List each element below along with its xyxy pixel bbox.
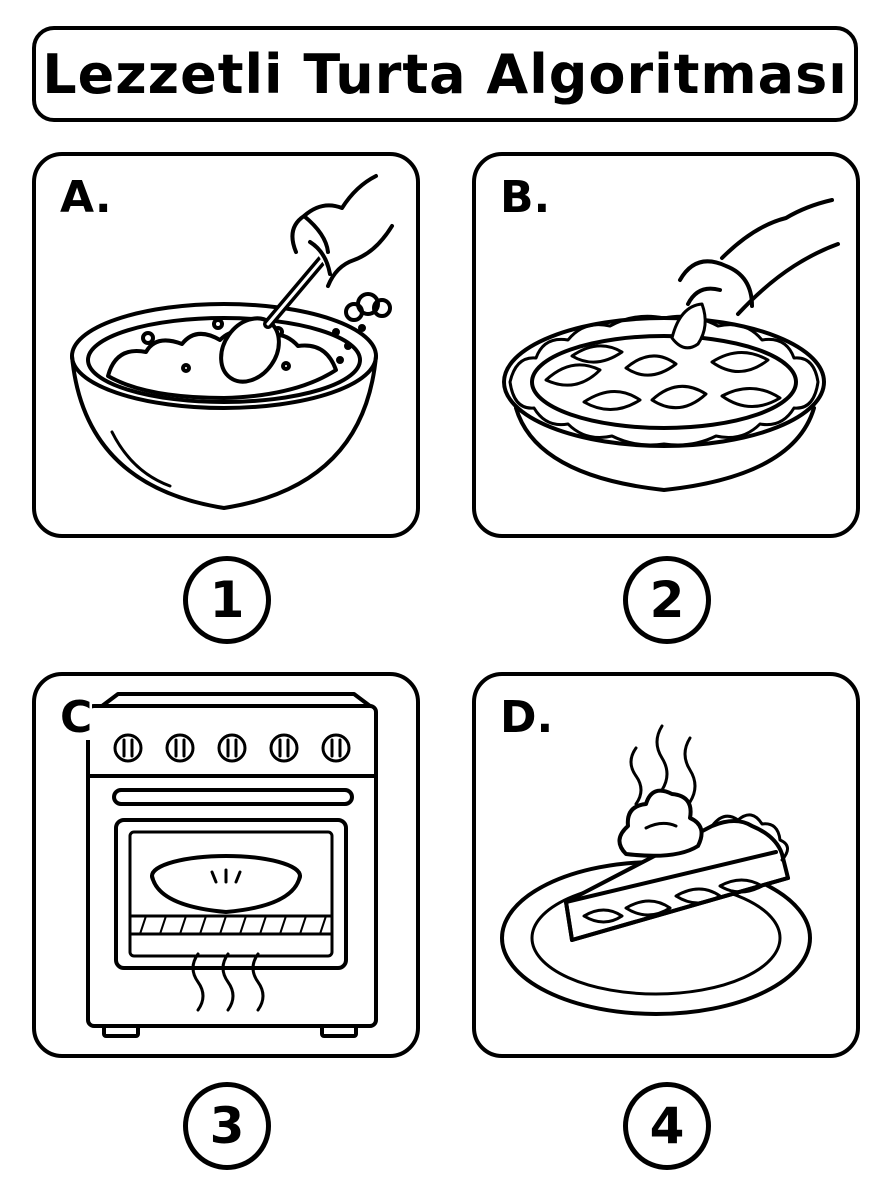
- card-d[interactable]: D.: [472, 672, 860, 1058]
- title-box: Lezzetli Turta Algoritması: [32, 26, 858, 122]
- card-letter-a: A.: [60, 172, 112, 223]
- card-letter-b: B.: [500, 172, 551, 223]
- card-a[interactable]: A.: [32, 152, 420, 538]
- page-title: Lezzetli Turta Algoritması: [42, 42, 848, 106]
- step-number-2[interactable]: 2: [623, 556, 711, 644]
- card-b[interactable]: B.: [472, 152, 860, 538]
- step-number-4[interactable]: 4: [623, 1082, 711, 1170]
- card-letter-c: C: [60, 692, 93, 743]
- card-c[interactable]: C: [32, 672, 420, 1058]
- step-number-1[interactable]: 1: [183, 556, 271, 644]
- step-number-3[interactable]: 3: [183, 1082, 271, 1170]
- oven-baking-icon: [86, 692, 378, 1038]
- card-letter-d: D.: [500, 692, 554, 743]
- pie-slice-icon: [500, 724, 812, 1016]
- mixing-bowl-icon: [70, 174, 394, 510]
- apple-pie-assembly-icon: [502, 198, 840, 492]
